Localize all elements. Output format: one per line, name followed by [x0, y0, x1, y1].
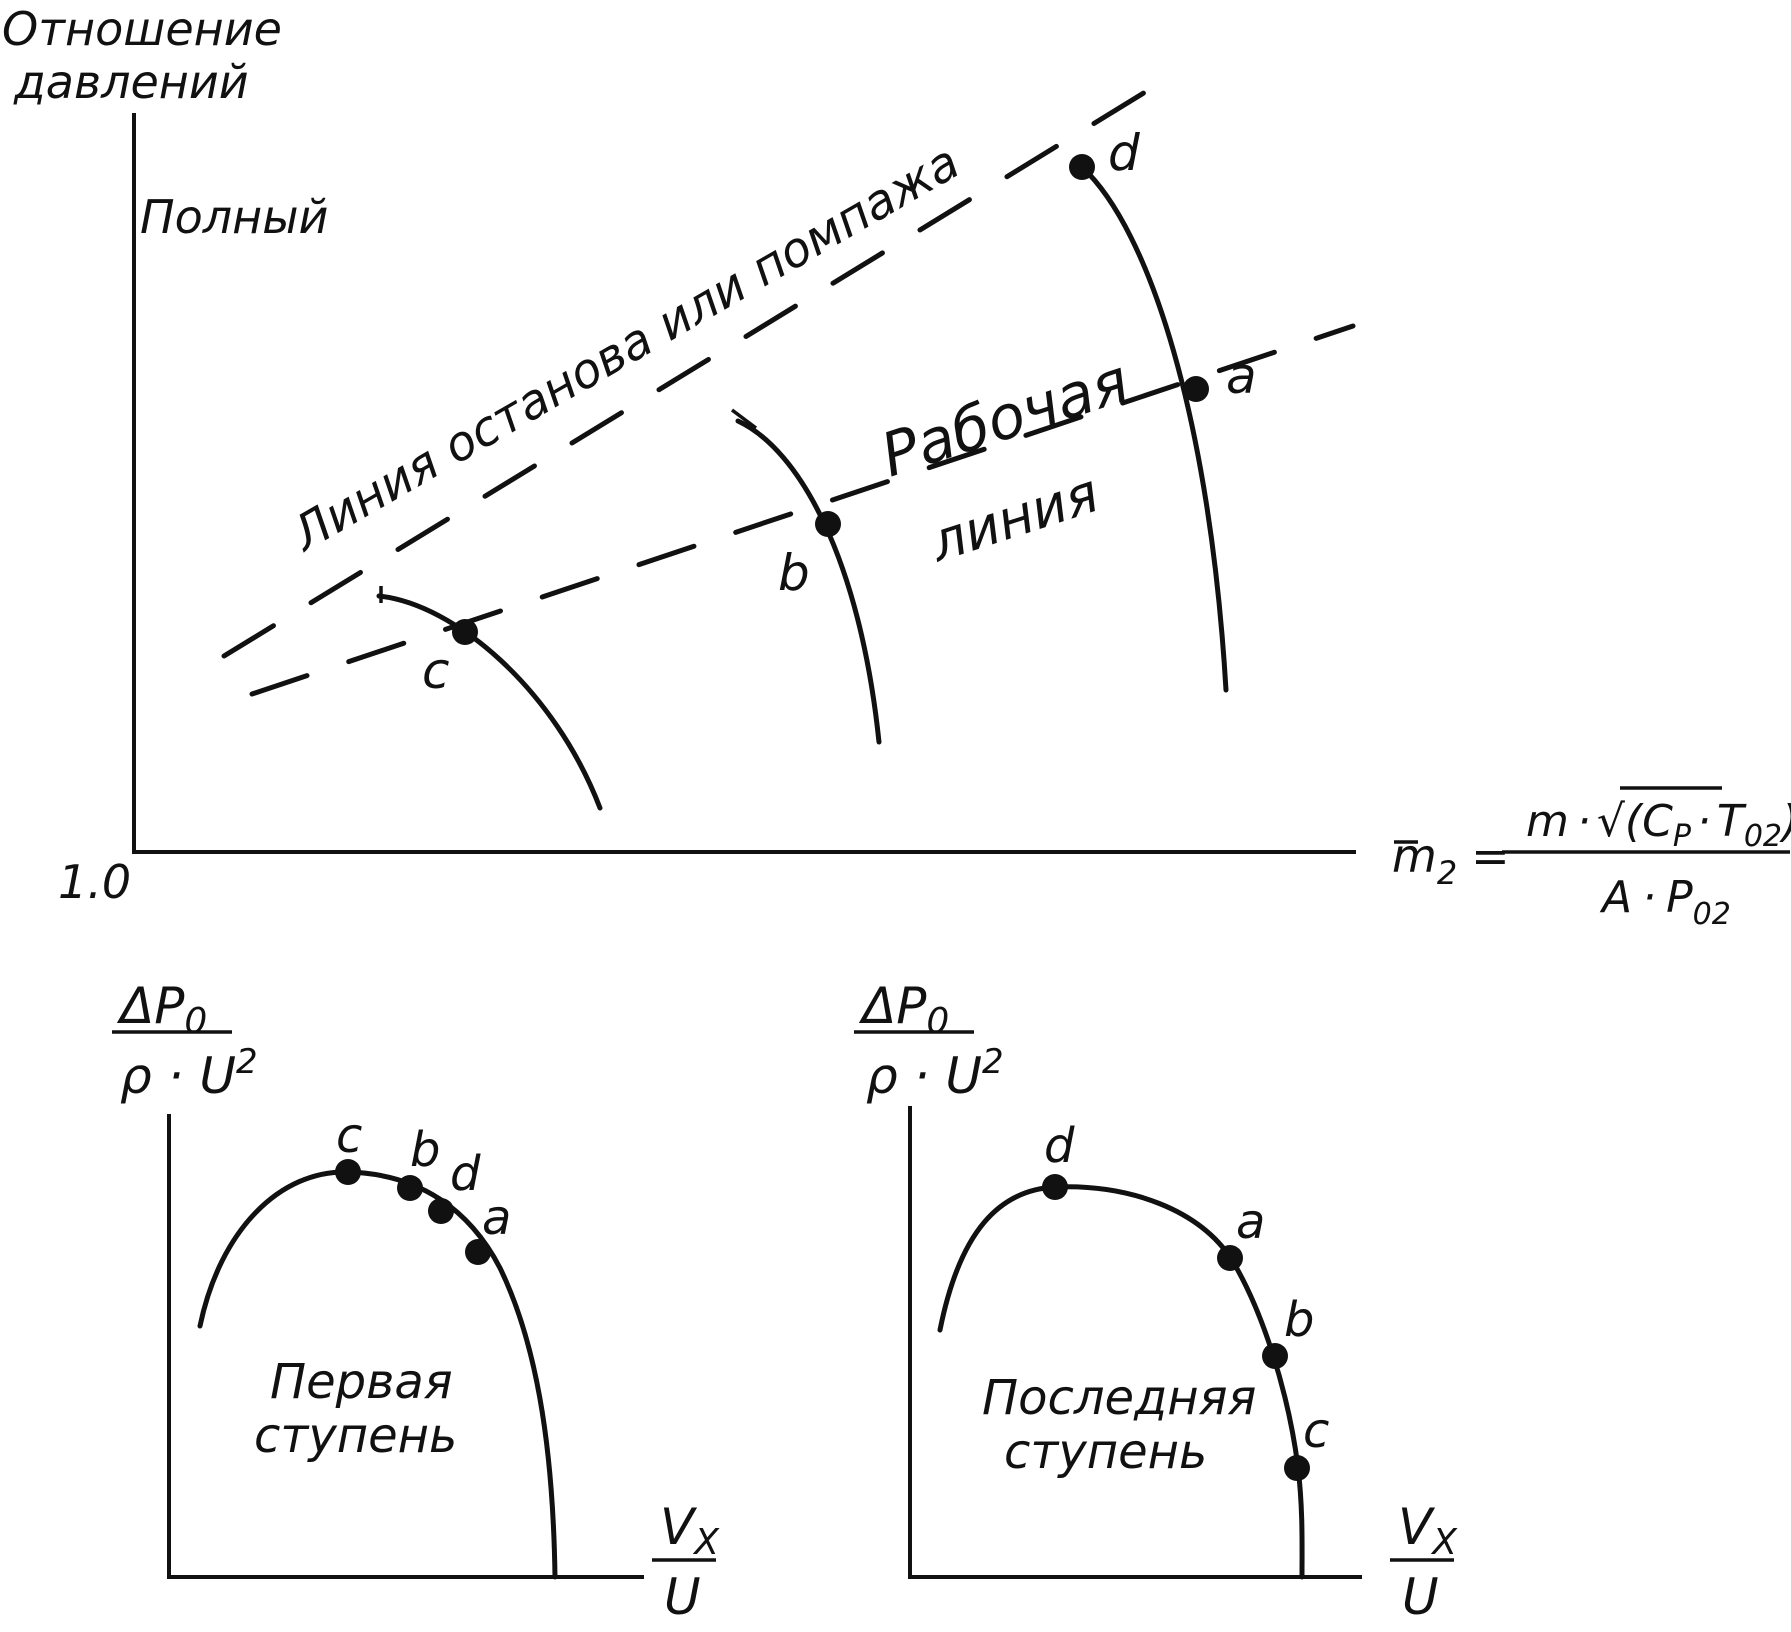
last-stage-title-line1: Последняя: [982, 1370, 1256, 1426]
main-point-c-label: c: [422, 642, 450, 700]
first-stage-point-c: [335, 1159, 361, 1185]
last-stage-point-b: [1262, 1343, 1288, 1369]
operating-line-label-line2: линия: [922, 461, 1106, 575]
main-point-b-label: b: [778, 544, 810, 602]
main-y-axis-label-line2: давлений: [13, 55, 249, 109]
last-stage-point-a-label: a: [1236, 1194, 1265, 1250]
surge-line: [221, 69, 1181, 659]
last-stage-x-numerator: VX: [1398, 1498, 1458, 1563]
first-stage-y-denominator: ρ · U2: [120, 1042, 258, 1105]
main-y-axis-label-line1: Отношение: [2, 2, 282, 56]
first-stage-point-d: [428, 1198, 454, 1224]
first-stage-point-a-label: a: [482, 1190, 511, 1246]
operating-line: [249, 323, 1356, 697]
first-stage-x-denominator: U: [664, 1568, 701, 1626]
main-y-axis-sublabel: Полный: [140, 190, 328, 244]
first-stage-title-line2: ступень: [254, 1408, 457, 1464]
formula-denominator: A·P02: [1599, 872, 1731, 932]
main-x-axis-formula: m2= m·√(CP·T02) A·P02: [1392, 786, 1791, 932]
main-point-a-label: a: [1226, 347, 1257, 405]
operating-line-label-line1: Рабочая: [873, 346, 1137, 491]
last-stage-point-c-label: c: [1303, 1403, 1329, 1459]
surge-line-label: Линия останова или помпажа: [281, 134, 969, 563]
last-stage-point-d-label: d: [1044, 1118, 1075, 1174]
main-point-b: [815, 511, 841, 537]
formula-numerator: m·√(CP·T02): [1526, 796, 1791, 854]
first-stage-point-b-label: b: [410, 1122, 440, 1178]
first-stage-point-d-label: d: [450, 1146, 481, 1202]
first-stage-point-a: [465, 1239, 491, 1265]
main-point-d: [1069, 154, 1095, 180]
main-point-d-label: d: [1108, 124, 1140, 182]
main-origin-label: 1.0: [58, 855, 131, 909]
speed-curve-low: [376, 593, 603, 811]
last-stage-title-line2: ступень: [1004, 1424, 1207, 1480]
speed-curve-high: [1079, 164, 1229, 693]
first-stage-point-b: [397, 1175, 423, 1201]
last-stage-point-b-label: b: [1284, 1292, 1314, 1348]
main-map: Отношение давлений Полный 1.0 Линия оста…: [2, 2, 1791, 932]
first-stage-plot: ΔP0 ρ · U2 VX U c b d a Первая ступень: [112, 977, 720, 1626]
last-stage-point-d: [1042, 1174, 1068, 1200]
main-point-c: [452, 619, 478, 645]
last-stage-plot: ΔP0 ρ · U2 VX U d a b c Последняя ступен…: [854, 977, 1458, 1626]
first-stage-point-c-label: c: [336, 1108, 362, 1164]
last-stage-point-c: [1284, 1455, 1310, 1481]
last-stage-x-denominator: U: [1402, 1568, 1439, 1626]
first-stage-title-line1: Первая: [270, 1354, 453, 1410]
last-stage-y-numerator: ΔP0: [858, 977, 949, 1042]
last-stage-y-denominator: ρ · U2: [866, 1042, 1004, 1105]
formula-lhs: m2=: [1392, 829, 1510, 892]
main-point-a: [1183, 376, 1209, 402]
first-stage-x-numerator: VX: [660, 1498, 720, 1563]
speed-curve-mid-tick: [730, 408, 758, 430]
last-stage-point-a: [1217, 1245, 1243, 1271]
